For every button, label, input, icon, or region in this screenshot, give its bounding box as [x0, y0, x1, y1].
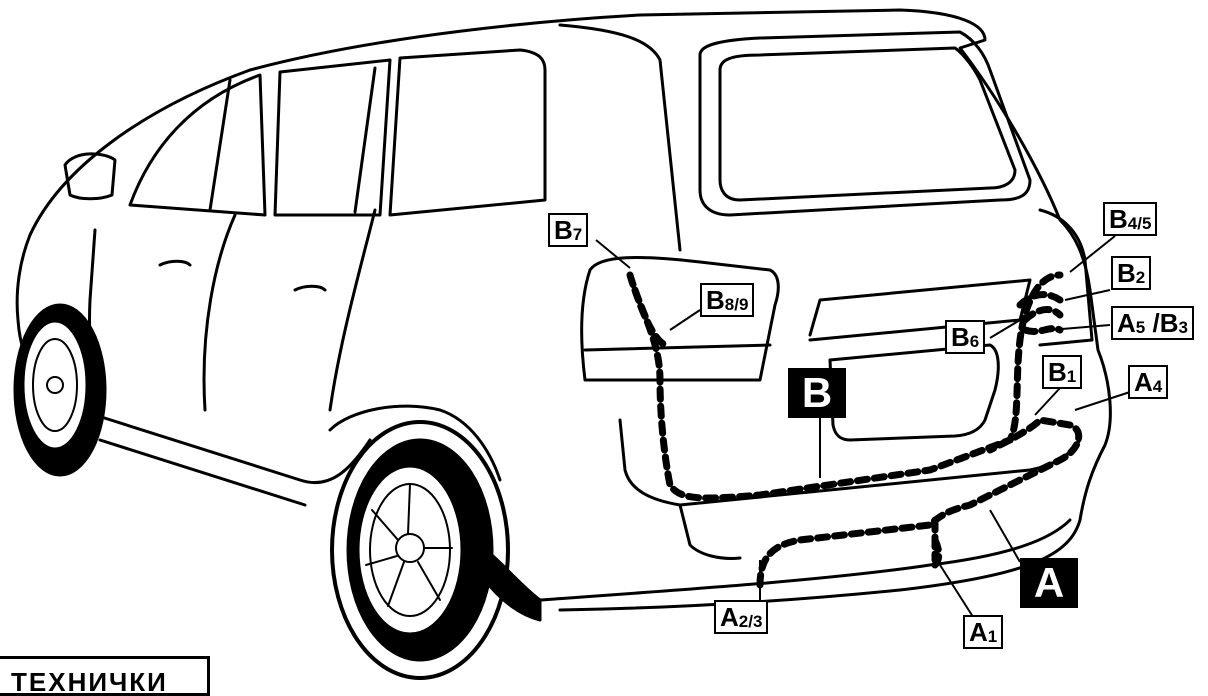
label-b2: B2: [1111, 256, 1152, 290]
label-a5-b3: A5 /B3: [1111, 306, 1194, 340]
harness-a-drop: [931, 516, 943, 569]
label-a2-3: A2/3: [714, 600, 769, 634]
label-b8-9: B8/9: [700, 283, 755, 317]
harness-a-route: [756, 416, 1083, 589]
label-a4: A4: [1128, 365, 1169, 399]
leader-lines: [595, 235, 1131, 621]
footer-caption: ТЕХНИЧКИ: [11, 667, 168, 696]
label-a1: A1: [963, 615, 1004, 649]
suv-line-drawing: [13, 8, 1112, 680]
label-b7: B7: [548, 213, 589, 247]
harness-b-branch: [631, 286, 669, 349]
zone-a-marker: A: [1020, 558, 1078, 608]
label-b6: B6: [945, 320, 986, 354]
wiring-harness-routes: [626, 271, 1083, 589]
harness-b-route: [626, 271, 1064, 502]
zone-b-marker: B: [788, 368, 846, 418]
label-b1: B1: [1042, 355, 1083, 389]
footer-caption-box: ТЕХНИЧКИ: [0, 656, 210, 696]
label-b4-5: B4/5: [1103, 202, 1158, 236]
